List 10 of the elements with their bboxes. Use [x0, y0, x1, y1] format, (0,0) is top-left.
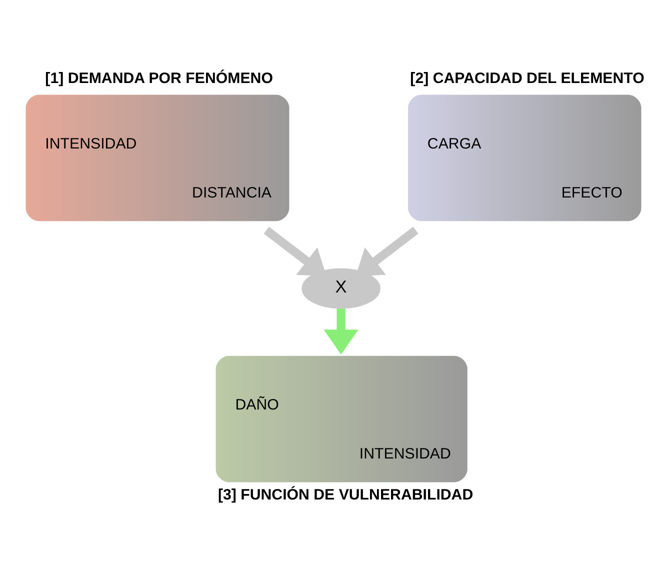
arrow: [356, 226, 418, 276]
node-box: INTENSIDAD DISTANCIA: [26, 94, 290, 221]
node-ellipse: X: [302, 268, 380, 308]
node-label: [3] FUNCIÓN DE VULNERABILIDAD: [218, 486, 474, 504]
node-box: DAÑO INTENSIDAD: [216, 355, 468, 482]
node-label: [1] DEMANDA POR FENÓMENO: [45, 70, 273, 87]
arrow: [324, 308, 358, 354]
arrow: [264, 226, 326, 276]
node-label: [2] CAPACIDAD DEL ELEMENTO: [410, 70, 644, 87]
node-box: CARGA EFECTO: [408, 94, 642, 221]
